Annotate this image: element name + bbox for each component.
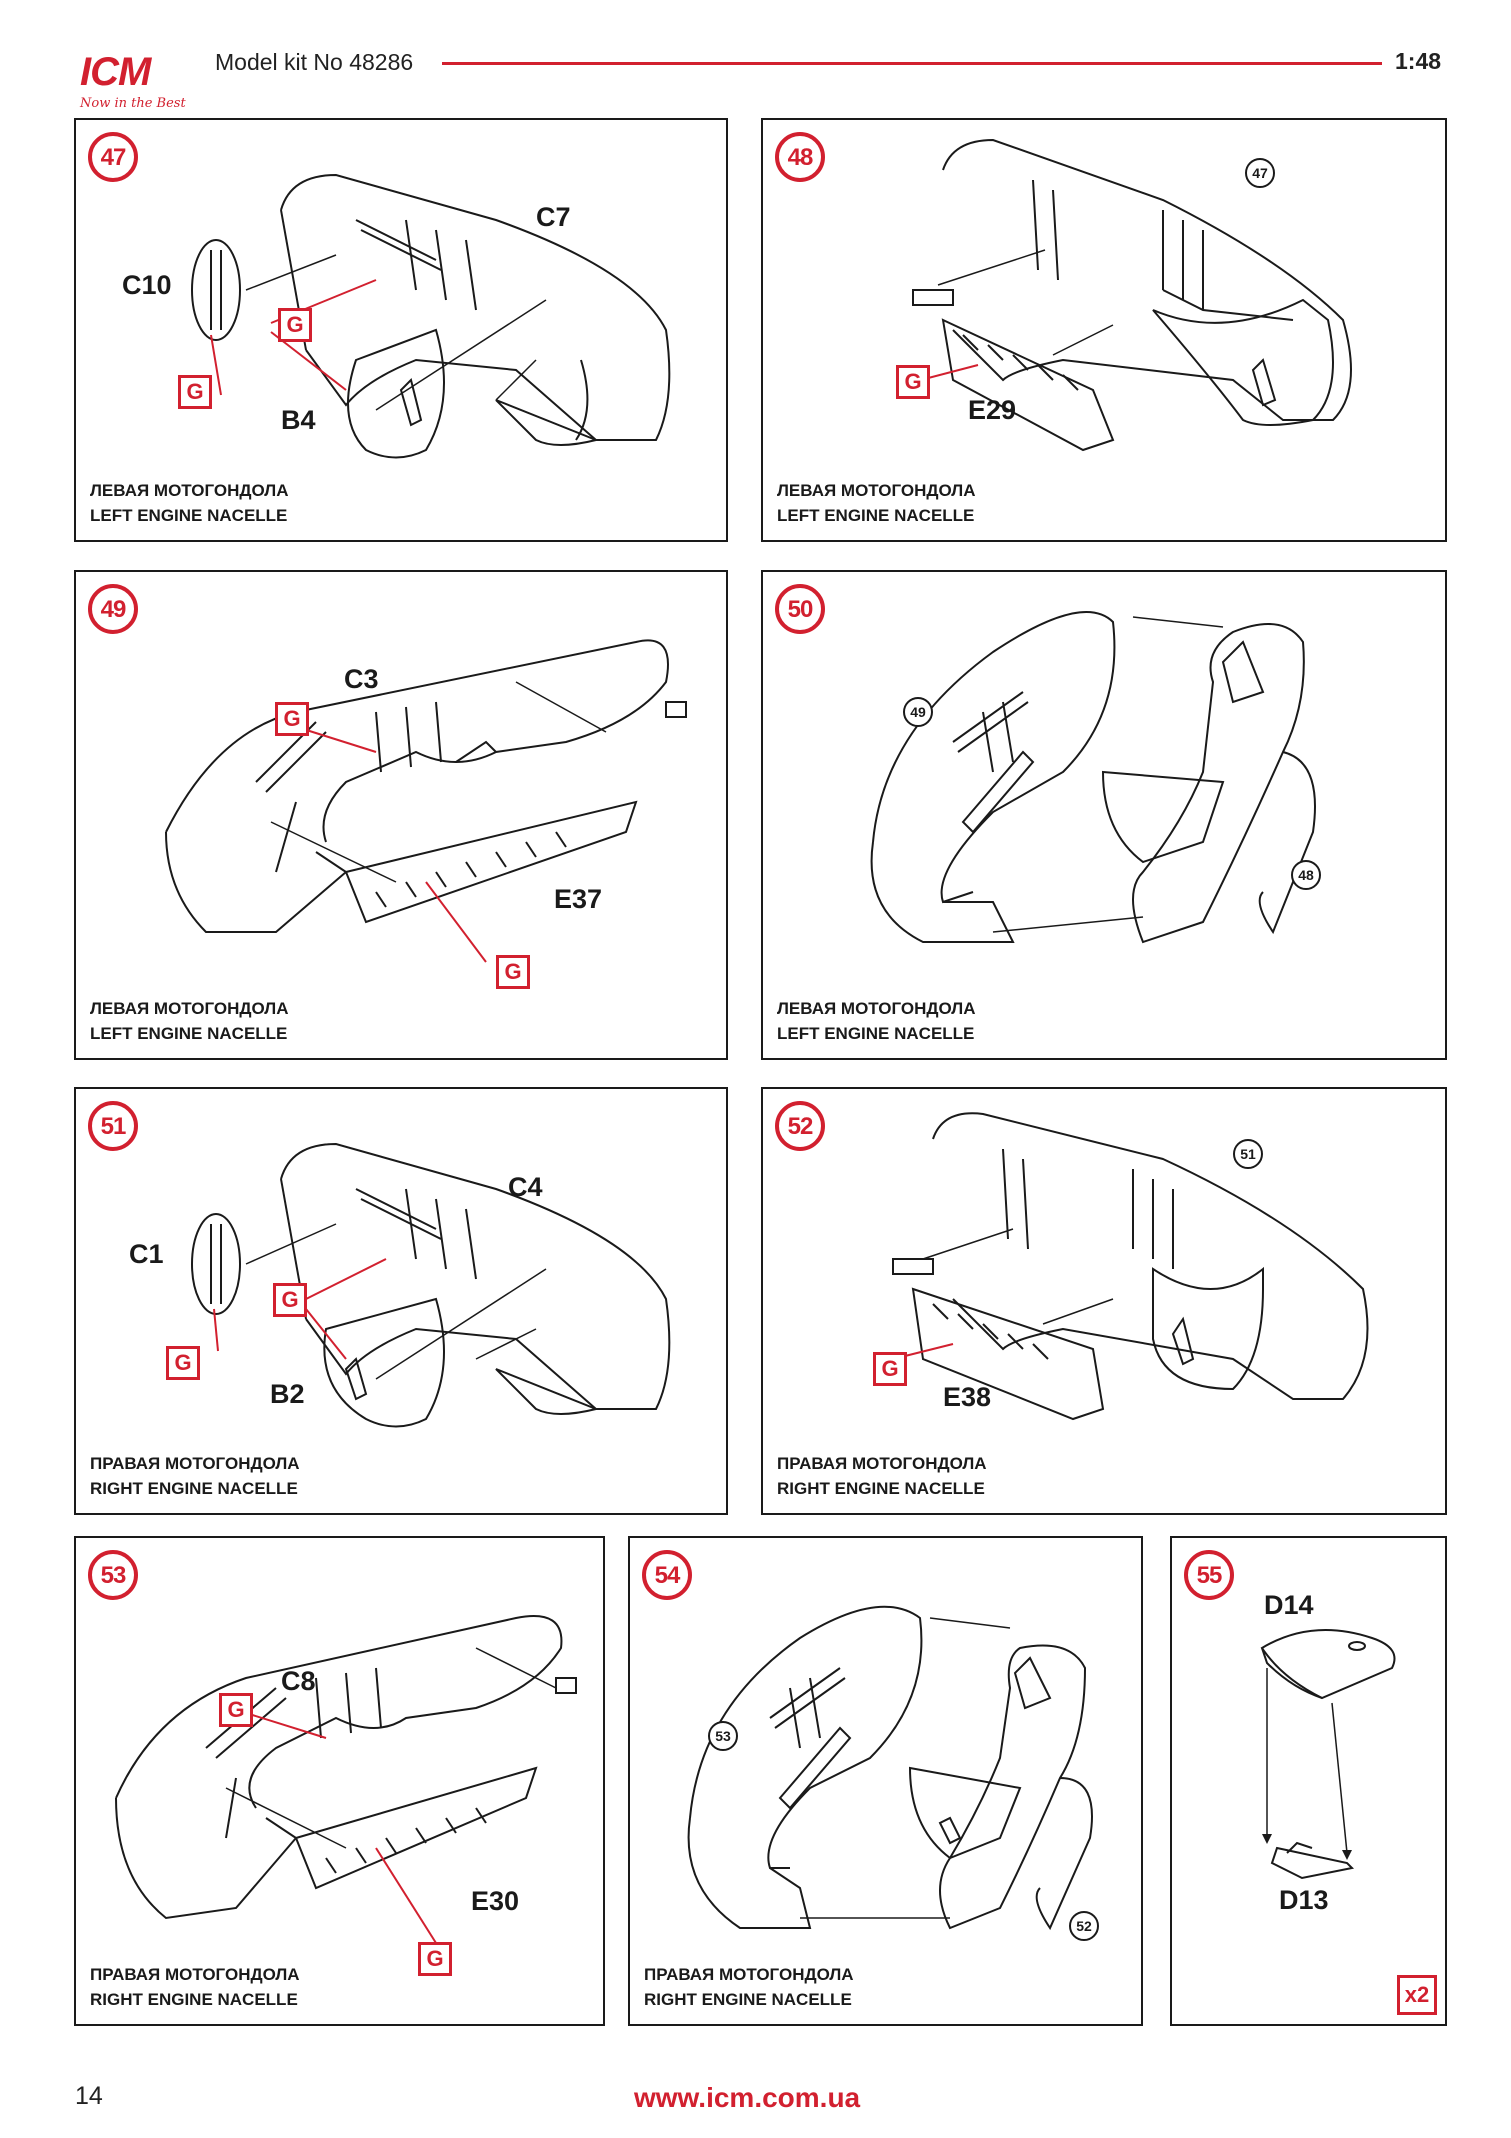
step-ref-circle: 52 bbox=[1069, 1911, 1099, 1941]
scale-label: 1:48 bbox=[1395, 48, 1442, 74]
step-54-panel: 54 53 52 ПРАВАЯ МОТОГОНДОЛА RIGHT ENGINE… bbox=[628, 1536, 1143, 2026]
step-caption: ПРАВАЯ МОТОГОНДОЛА RIGHT ENGINE NACELLE bbox=[90, 1451, 300, 1501]
caption-ru: ПРАВАЯ МОТОГОНДОЛА bbox=[777, 1454, 987, 1473]
step-ref-circle: 48 bbox=[1291, 860, 1321, 890]
glue-mark: G bbox=[496, 955, 530, 989]
part-label-c7: C7 bbox=[536, 202, 571, 232]
caption-en: LEFT ENGINE NACELLE bbox=[90, 1024, 288, 1043]
step-55-panel: 55 D14 D13 x2 bbox=[1170, 1536, 1447, 2026]
part-label-e29: E29 bbox=[968, 395, 1017, 425]
step-caption: ПРАВАЯ МОТОГОНДОЛА RIGHT ENGINE NACELLE bbox=[777, 1451, 987, 1501]
header-rule bbox=[442, 62, 1382, 65]
part-label-c4: C4 bbox=[508, 1172, 543, 1202]
website-link[interactable]: www.icm.com.ua bbox=[634, 2082, 861, 2113]
logo-word: ICM bbox=[80, 50, 151, 94]
step-ref-circle: 53 bbox=[708, 1721, 738, 1751]
step-number-badge: 50 bbox=[775, 584, 825, 634]
nacelle-half-right-drawing bbox=[191, 1142, 671, 1428]
step-ref-circle: 47 bbox=[1245, 158, 1275, 188]
step-51-panel: 51 C1 C4 B2 G G ПРАВАЯ МОТОГОНДОЛА RIG bbox=[74, 1087, 728, 1515]
part-label-c10: C10 bbox=[122, 270, 172, 300]
step-caption: ЛЕВАЯ МОТОГОНДОЛА LEFT ENGINE NACELLE bbox=[777, 478, 976, 528]
step-number-badge: 54 bbox=[642, 1550, 692, 1600]
nacelle-e38-drawing bbox=[892, 1112, 1369, 1421]
caption-en: LEFT ENGINE NACELLE bbox=[777, 1024, 975, 1043]
nacelle-e37-drawing bbox=[165, 639, 687, 963]
caption-ru: ЛЕВАЯ МОТОГОНДОЛА bbox=[90, 999, 289, 1018]
step-number-badge: 49 bbox=[88, 584, 138, 634]
part-label-b2: B2 bbox=[270, 1379, 305, 1409]
step-ref-circle: 51 bbox=[1233, 1139, 1263, 1169]
glue-mark: G bbox=[178, 375, 212, 409]
step-number-badge: 48 bbox=[775, 132, 825, 182]
icm-logo: ICM Now in the Best bbox=[80, 50, 210, 120]
part-label-e38: E38 bbox=[943, 1382, 992, 1412]
nacelle-half-left-drawing bbox=[191, 173, 671, 459]
step-48-panel: 48 47 E29 G ЛЕВАЯ МОТОГОНДОЛА LEFT ENGIN… bbox=[761, 118, 1447, 542]
glue-mark: G bbox=[275, 702, 309, 736]
nacelle-halves-join-drawing bbox=[870, 611, 1316, 944]
step-ref-circle: 49 bbox=[903, 697, 933, 727]
caption-ru: ПРАВАЯ МОТОГОНДОЛА bbox=[90, 1454, 300, 1473]
step-number-badge: 55 bbox=[1184, 1550, 1234, 1600]
glue-mark: G bbox=[418, 1942, 452, 1976]
d14-d13-drawing bbox=[1260, 1629, 1396, 1880]
part-label-c3: C3 bbox=[344, 664, 379, 694]
step-caption: ПРАВАЯ МОТОГОНДОЛА RIGHT ENGINE NACELLE bbox=[644, 1962, 854, 2012]
step-number-badge: 53 bbox=[88, 1550, 138, 1600]
glue-mark: G bbox=[273, 1283, 307, 1317]
caption-ru: ЛЕВАЯ МОТОГОНДОЛА bbox=[777, 481, 976, 500]
part-label-c8: C8 bbox=[281, 1666, 316, 1696]
step-49-panel: 49 C3 E37 G G ЛЕВАЯ МОТОГОНДОЛА LEFT ENG… bbox=[74, 570, 728, 1060]
caption-en: LEFT ENGINE NACELLE bbox=[777, 506, 975, 525]
quantity-badge: x2 bbox=[1397, 1975, 1437, 2015]
glue-mark: G bbox=[166, 1346, 200, 1380]
model-kit-number: Model kit No 48286 bbox=[215, 49, 414, 75]
part-label-e37: E37 bbox=[554, 884, 603, 914]
glue-mark: G bbox=[219, 1693, 253, 1727]
caption-ru: ЛЕВАЯ МОТОГОНДОЛА bbox=[777, 999, 976, 1018]
part-label-d14: D14 bbox=[1264, 1590, 1314, 1620]
caption-en: LEFT ENGINE NACELLE bbox=[90, 506, 288, 525]
part-label-d13: D13 bbox=[1279, 1885, 1329, 1915]
glue-mark: G bbox=[278, 308, 312, 342]
page-header: ICM Now in the Best Model kit No 48286 1… bbox=[0, 0, 1511, 120]
glue-mark: G bbox=[873, 1352, 907, 1386]
part-label-e30: E30 bbox=[471, 1886, 520, 1916]
step-47-panel: 47 C10 C7 B4 G G ЛЕВАЯ МОТОГОНДОЛА bbox=[74, 118, 728, 542]
step-number-badge: 47 bbox=[88, 132, 138, 182]
step-50-panel: 50 49 48 ЛЕВАЯ МОТОГОНДОЛА LEFT ENGINE N… bbox=[761, 570, 1447, 1060]
part-label-b4: B4 bbox=[281, 405, 316, 435]
caption-en: RIGHT ENGINE NACELLE bbox=[90, 1479, 298, 1498]
step-caption: ЛЕВАЯ МОТОГОНДОЛА LEFT ENGINE NACELLE bbox=[777, 996, 976, 1046]
step-caption: ПРАВАЯ МОТОГОНДОЛА RIGHT ENGINE NACELLE bbox=[90, 1962, 300, 2012]
glue-mark: G bbox=[896, 365, 930, 399]
caption-en: RIGHT ENGINE NACELLE bbox=[90, 1990, 298, 2009]
caption-ru: ЛЕВАЯ МОТОГОНДОЛА bbox=[90, 481, 289, 500]
part-label-c1: C1 bbox=[129, 1239, 164, 1269]
step-52-panel: 52 51 E38 G ПРАВАЯ МОТОГОНДОЛА RIGHT ENG… bbox=[761, 1087, 1447, 1515]
page-number: 14 bbox=[75, 2082, 103, 2110]
step-53-panel: 53 C8 E30 G G ПРАВАЯ МОТОГОНДОЛА RIGHT E… bbox=[74, 1536, 605, 2026]
caption-ru: ПРАВАЯ МОТОГОНДОЛА bbox=[644, 1965, 854, 1984]
step-number-badge: 51 bbox=[88, 1101, 138, 1151]
nacelle-e29-drawing bbox=[912, 138, 1352, 452]
caption-en: RIGHT ENGINE NACELLE bbox=[777, 1479, 985, 1498]
step-caption: ЛЕВАЯ МОТОГОНДОЛА LEFT ENGINE NACELLE bbox=[90, 478, 289, 528]
nacelle-right-join-drawing bbox=[687, 1605, 1093, 1931]
step-number-badge: 52 bbox=[775, 1101, 825, 1151]
step-caption: ЛЕВАЯ МОТОГОНДОЛА LEFT ENGINE NACELLE bbox=[90, 996, 289, 1046]
logo-tagline: Now in the Best bbox=[80, 96, 186, 111]
caption-en: RIGHT ENGINE NACELLE bbox=[644, 1990, 852, 2009]
caption-ru: ПРАВАЯ МОТОГОНДОЛА bbox=[90, 1965, 300, 1984]
nacelle-e30-drawing bbox=[115, 1615, 577, 1944]
